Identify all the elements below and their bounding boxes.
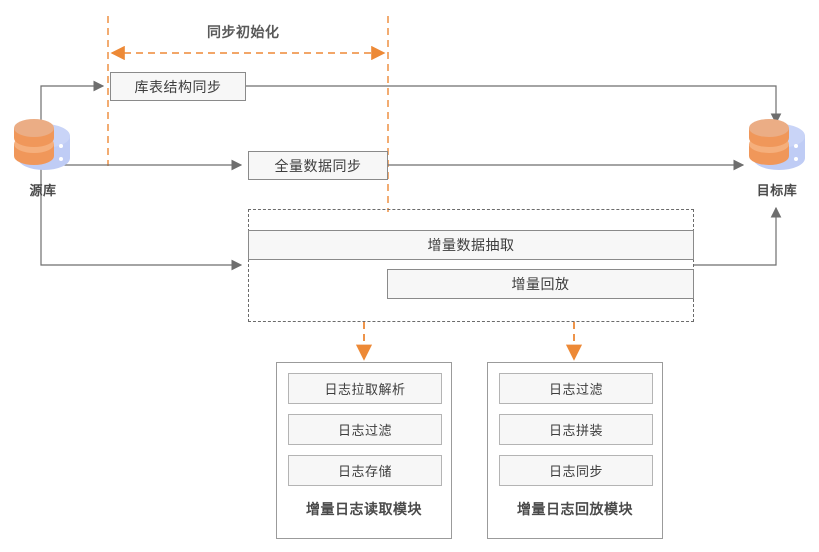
source-database-icon: [14, 119, 70, 170]
module-log-read-title: 增量日志读取模块: [306, 501, 422, 517]
step-box-incremental-replay[interactable]: 增量回放: [387, 269, 694, 299]
module-log-read-item-1[interactable]: 日志过滤: [288, 414, 442, 445]
edge-schema-to-target: [245, 85, 782, 125]
target-database-label: 目标库: [756, 183, 798, 198]
module-log-replay-title: 增量日志回放模块: [517, 501, 633, 517]
step-box-full-data-sync[interactable]: 全量数据同步: [248, 151, 388, 180]
module-log-replay-item-2[interactable]: 日志同步: [499, 455, 653, 486]
phase-label: 同步初始化: [207, 24, 280, 40]
module-log-read: 日志拉取解析 日志过滤 日志存储 增量日志读取模块: [276, 362, 452, 539]
edge-replay-to-target: [694, 206, 782, 266]
incremental-group-container: [248, 209, 694, 322]
step-box-schema-sync[interactable]: 库表结构同步: [110, 72, 246, 101]
module-log-read-item-0[interactable]: 日志拉取解析: [288, 373, 442, 404]
edge-source-to-extract: [40, 165, 243, 271]
module-log-replay-item-1[interactable]: 日志拼装: [499, 414, 653, 445]
step-box-incremental-extract[interactable]: 增量数据抽取: [248, 230, 694, 260]
module-log-replay-item-0[interactable]: 日志过滤: [499, 373, 653, 404]
module-log-replay: 日志过滤 日志拼装 日志同步 增量日志回放模块: [487, 362, 663, 539]
module-log-read-item-2[interactable]: 日志存储: [288, 455, 442, 486]
source-database-label: 源库: [29, 183, 57, 198]
target-database-icon: [749, 119, 805, 170]
